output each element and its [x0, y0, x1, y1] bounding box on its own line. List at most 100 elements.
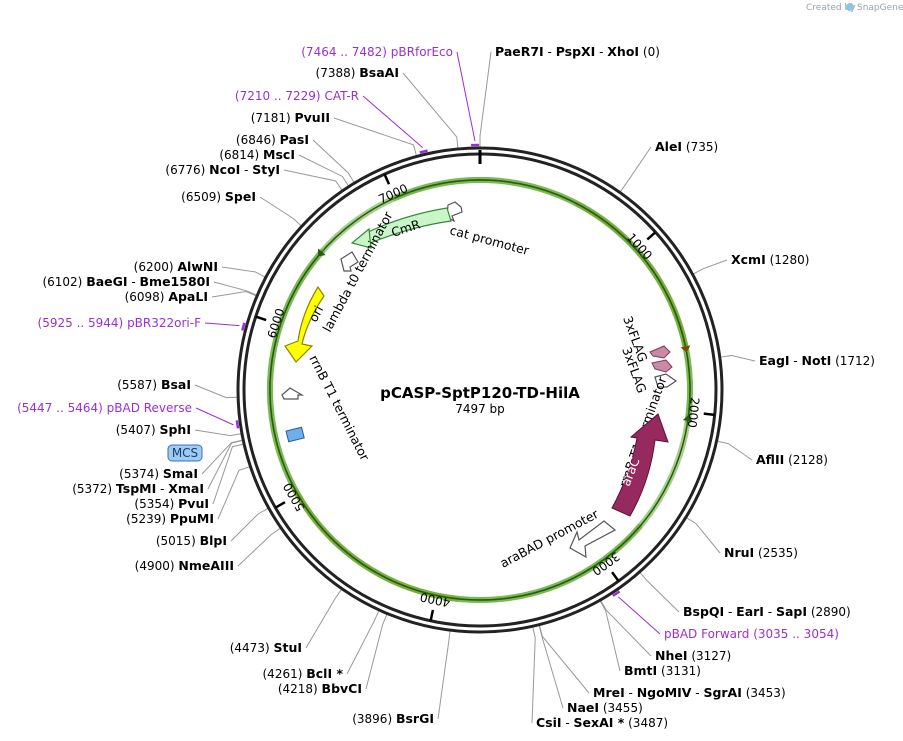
primer-leader-line: [362, 95, 424, 149]
site-leader-line: [237, 527, 281, 567]
primer-name: pBR322ori-F: [127, 316, 201, 330]
site-name: MreI: [593, 685, 625, 700]
site-label-bspqi[interactable]: BspQI - EarI - SapI (2890): [683, 604, 851, 619]
orf-arrow-right: [680, 345, 691, 353]
site-label-spei[interactable]: (6509) SpeI: [181, 189, 256, 204]
site-leader-line: [346, 610, 380, 675]
primer-label-pbadforward[interactable]: pBAD Forward (3035 .. 3054): [664, 627, 839, 641]
watermark: Created by SnapGene: [806, 3, 903, 13]
primer-label-pbadreverse[interactable]: (5447 .. 5464) pBAD Reverse: [17, 401, 192, 415]
site-label-alei[interactable]: AleI (735): [655, 139, 718, 154]
site-name-separator: -: [595, 45, 607, 59]
feature-cat-promoter[interactable]: cat promoter: [446, 201, 532, 258]
site-leader-line: [365, 614, 388, 690]
site-name: BbvCI: [322, 681, 362, 696]
mcs-label: MCS: [172, 446, 198, 460]
restriction-site-labels: PaeR7I - PspXI - XhoI (0) AleI (735) XcmI …: [42, 44, 875, 730]
site-leader-line: [230, 508, 269, 542]
site-label-ncoi[interactable]: (6776) NcoI - StyI: [165, 162, 280, 177]
primer-bind-mark: [612, 590, 621, 597]
inner-feature-arcs: [267, 177, 693, 603]
site-label-bmti[interactable]: BmtI (3131): [624, 663, 701, 678]
flag-top-arrow: [649, 345, 671, 359]
site-position: (3127): [691, 649, 731, 663]
snapgene-logo-icon: [846, 3, 854, 11]
ori-arrow: [284, 285, 325, 363]
site-label-eagi[interactable]: EagI - NotI (1712): [759, 353, 875, 368]
site-name: BaeGI: [86, 274, 127, 289]
site-label-xcmi[interactable]: XcmI (1280): [731, 252, 809, 267]
site-label-pasi[interactable]: (6846) PasI: [236, 132, 309, 147]
site-name-separator: -: [691, 686, 703, 700]
tick-mark: [703, 412, 715, 417]
primer-label-catr[interactable]: (7210 .. 7229) CAT-R: [235, 89, 359, 103]
site-label-apali[interactable]: (6098) ApaLI: [125, 289, 208, 304]
site-label-nrui[interactable]: NruI (2535): [724, 545, 798, 560]
site-name: NgoMIV: [637, 685, 692, 700]
tick-mark: [274, 501, 286, 509]
site-label-csii[interactable]: CsiI - SexAI * (3487): [536, 715, 668, 730]
feature-lambda-t0[interactable]: lambda t0 terminator: [319, 208, 396, 334]
site-position: (5407): [116, 423, 156, 437]
primer-label-pbrforeco[interactable]: (7464 .. 7482) pBRforEco: [301, 45, 453, 59]
site-name: PspXI: [556, 44, 596, 59]
flag-bottom-arrow: [651, 359, 673, 373]
site-label-tspmi[interactable]: (5372) TspMI - XmaI: [72, 481, 204, 496]
tick-mark: [255, 315, 267, 322]
site-position: (1280): [770, 253, 810, 267]
site-label-nhei[interactable]: NheI (3127): [655, 648, 731, 663]
site-label-aflii[interactable]: AflII (2128): [756, 452, 828, 467]
site-name: XcmI: [731, 252, 766, 267]
site-name-separator: -: [128, 275, 140, 289]
site-label-pvui[interactable]: (5354) PvuI: [134, 496, 209, 511]
site-label-text: (4473) StuI: [230, 640, 302, 655]
site-label-blpi[interactable]: (5015) BlpI: [156, 533, 227, 548]
site-label-pvuii[interactable]: (7181) PvuII: [251, 110, 330, 125]
lambda-t0-arrow: [340, 251, 359, 272]
site-label-nmeaiii[interactable]: (4900) NmeAIII: [135, 558, 234, 573]
site-position: (5354): [134, 497, 174, 511]
primer-name: pBAD Forward: [664, 627, 749, 641]
site-leader-line: [298, 154, 349, 187]
site-label-bsrgi[interactable]: (3896) BsrGI: [352, 711, 434, 726]
mcs-badge[interactable]: MCS: [167, 444, 203, 462]
site-name: PaeR7I: [495, 44, 544, 59]
site-leader-line: [212, 443, 244, 505]
site-name-separator: -: [240, 163, 252, 177]
site-label-naei[interactable]: NaeI (3455): [567, 700, 643, 715]
site-name: XmaI: [168, 481, 204, 496]
site-label-alwni[interactable]: (6200) AlwNI: [134, 259, 218, 274]
site-name: AflII: [756, 452, 784, 467]
rrnb-left-arrow: [281, 387, 305, 400]
site-label-stui[interactable]: (4473) StuI: [230, 640, 302, 655]
site-label-text: (6102) BaeGI - Bme1580I: [42, 274, 210, 289]
feature-rrnb-left[interactable]: rrnB T1 terminator: [281, 353, 373, 464]
site-name: BmtI: [624, 663, 657, 678]
primer-label-text: (5447 .. 5464) pBAD Reverse: [17, 401, 192, 415]
site-leader-line: [693, 259, 728, 275]
site-position: (2890): [811, 605, 851, 619]
site-label-baegi[interactable]: (6102) BaeGI - Bme1580I: [42, 274, 210, 289]
site-name: XhoI: [607, 44, 639, 59]
site-leader-line: [221, 266, 266, 278]
primer-bind-mark: [241, 322, 246, 331]
cat-promoter-arrow: [446, 201, 463, 223]
site-label-bsaai[interactable]: (7388) BsaAI: [316, 65, 399, 80]
primer-leader-line: [195, 407, 234, 426]
site-label-ppumi[interactable]: (5239) PpuMI: [126, 511, 214, 526]
site-label-sphi[interactable]: (5407) SphI: [116, 422, 191, 437]
site-label-bbvci[interactable]: (4218) BbvCI: [278, 681, 362, 696]
primer-label-pbr322orif[interactable]: (5925 .. 5944) pBR322ori-F: [38, 316, 202, 330]
site-label-paer7i[interactable]: PaeR7I - PspXI - XhoI (0): [495, 44, 660, 59]
watermark-brand: SnapGene: [857, 3, 903, 13]
site-label-msci[interactable]: (6814) MscI: [219, 147, 295, 162]
site-label-bsai[interactable]: (5587) BsaI: [117, 377, 191, 392]
primer-bind-mark: [419, 149, 428, 154]
site-name: NruI: [724, 545, 754, 560]
site-label-text: PaeR7I - PspXI - XhoI (0): [495, 44, 660, 59]
site-label-smai[interactable]: (5374) SmaI: [119, 466, 198, 481]
site-label-bcli[interactable]: (4261) BclI *: [263, 666, 344, 681]
site-label-mrei[interactable]: MreI - NgoMIV - SgrAI (3453): [593, 685, 786, 700]
site-name: PvuII: [294, 110, 330, 125]
feature-ori[interactable]: ori: [284, 285, 326, 363]
